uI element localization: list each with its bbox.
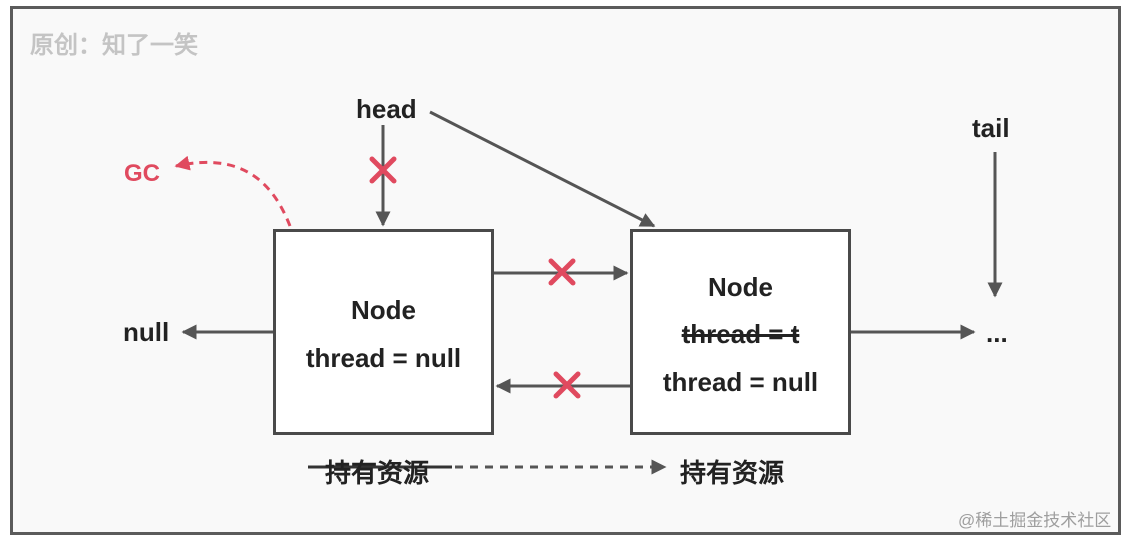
gc-curve-arrow [174, 155, 292, 227]
left-node-thread: thread = null [305, 343, 462, 373]
cross-icon-prev-link [553, 371, 581, 399]
right-node-thread-new: thread = null [662, 367, 819, 397]
right-node-thread-old: thread = t [681, 319, 800, 349]
left-node: Node thread = null [273, 229, 494, 435]
resource-old-label: 持有资源 [325, 458, 430, 488]
ellipsis-label: ... [986, 318, 1008, 348]
watermark-top: 原创：知了一笑 [30, 32, 198, 59]
tail-label: tail [972, 113, 1010, 143]
cross-icon-head-link [369, 156, 397, 184]
head-label: head [356, 94, 417, 124]
right-node: Node thread = t thread = null [630, 229, 851, 435]
gc-label: GC [124, 160, 160, 187]
left-node-title: Node [351, 295, 416, 325]
right-node-title: Node [708, 272, 773, 302]
null-label: null [123, 317, 170, 347]
head-to-right-node-arrow [429, 110, 656, 228]
resource-new-label: 持有资源 [680, 458, 785, 488]
cross-icon-next-link [548, 258, 576, 286]
watermark-bottom: @稀土掘金技术社区 [958, 511, 1112, 530]
